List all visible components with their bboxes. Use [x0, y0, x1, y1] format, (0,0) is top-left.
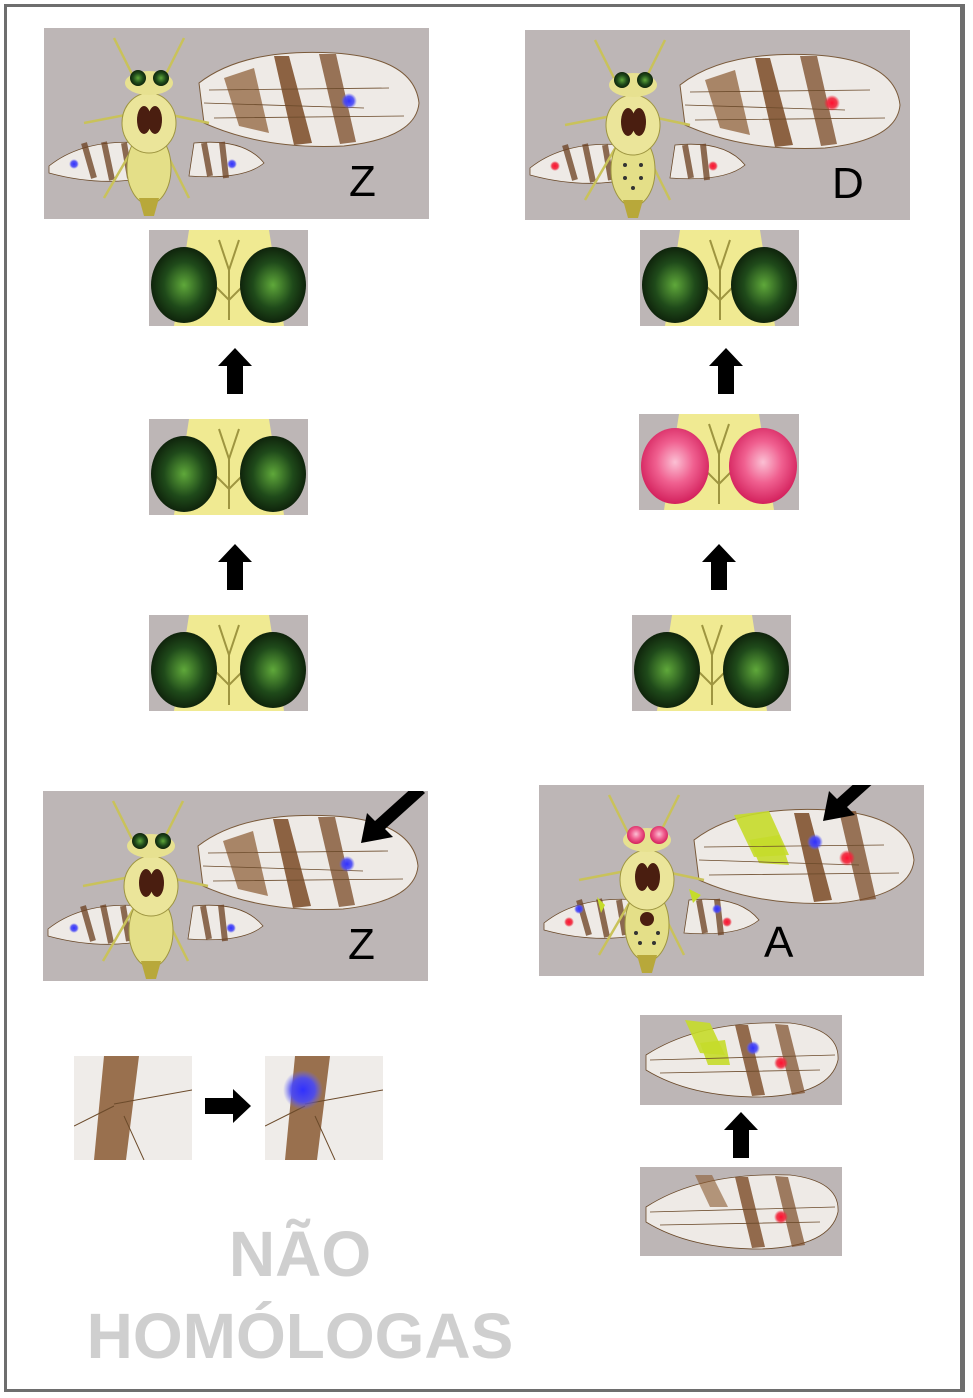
caption-line-2: HOMÓLOGAS: [86, 1300, 514, 1372]
fly-illustration: [47, 800, 419, 979]
right-arrow-icon: [205, 1089, 251, 1123]
fly-panel-top-right: D: [525, 30, 910, 220]
diagonal-arrow-icon: [359, 791, 425, 845]
eye-head-closeup: [149, 230, 308, 326]
up-arrow-icon: [218, 348, 252, 394]
eye-head-closeup: [149, 615, 308, 711]
caption-line-1: NÃO: [228, 1218, 372, 1290]
blue-spot: [283, 1070, 323, 1110]
red-spot: [774, 1056, 788, 1070]
diagonal-arrow-icon: [821, 785, 887, 823]
wing-closeup-with-spot: [265, 1056, 383, 1160]
blue-spot: [746, 1041, 760, 1055]
wing-closeup: [74, 1056, 192, 1160]
pink-eye-head-closeup: [639, 414, 799, 510]
wing-with-spots: [640, 1015, 842, 1105]
panel-label: D: [832, 159, 864, 208]
panel-label: Z: [348, 920, 375, 969]
figure-frame: [4, 4, 965, 1392]
eye-head-closeup: [632, 615, 791, 711]
blue-spot: [339, 856, 355, 872]
red-spot: [824, 95, 840, 111]
panel-label: Z: [349, 157, 376, 206]
blue-spot: [341, 93, 357, 109]
fly-panel-bottom-right: A: [539, 785, 924, 976]
fly-illustration: [543, 794, 915, 973]
fly-illustration: [48, 37, 420, 216]
eye-head-closeup: [640, 230, 799, 326]
up-arrow-icon: [724, 1112, 758, 1158]
fly-panel-bottom-left: Z: [43, 791, 428, 981]
up-arrow-icon: [702, 544, 736, 590]
up-arrow-icon: [709, 348, 743, 394]
panel-label: A: [764, 918, 794, 967]
wing: [198, 51, 420, 147]
fly-illustration: [529, 39, 901, 218]
blue-spot: [807, 834, 823, 850]
red-spot: [774, 1210, 788, 1224]
eye-head-closeup: [149, 419, 308, 515]
fly-panel-top-left: Z: [44, 28, 429, 219]
wing-with-red-spot: [640, 1167, 842, 1256]
up-arrow-icon: [218, 544, 252, 590]
red-spot: [839, 850, 855, 866]
